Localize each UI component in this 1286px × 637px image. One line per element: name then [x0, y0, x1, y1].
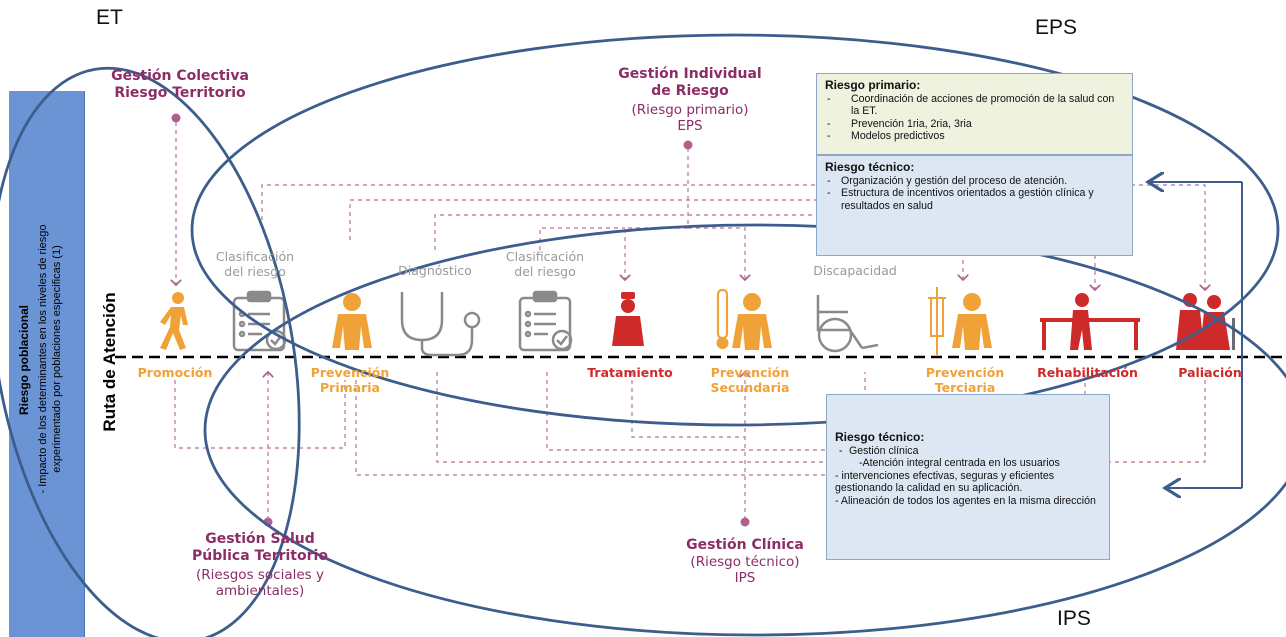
technical-risk-item: Gestión clínica — [839, 445, 1103, 458]
technical-risk-item: Estructura de incentivos orientados a ge… — [827, 187, 1124, 212]
collective-management-title: Gestión Colectiva Riesgo Territorio — [111, 68, 249, 101]
clinical-management-subtitle: (Riesgo técnico) IPS — [690, 554, 800, 586]
rehabilitation-icon — [1040, 293, 1140, 350]
primary-risk-item: Modelos predictivos — [827, 130, 1124, 143]
public-health-subtitle: (Riesgos sociales y ambientales) — [196, 567, 324, 599]
technical-risk-ips-box: Riesgo técnico: Gestión clínica -Atenció… — [826, 394, 1110, 560]
ips-label: IPS — [1057, 607, 1091, 630]
technical-risk-detail: -Atención integral centrada en los usuar… — [859, 457, 1060, 469]
technical-risk-detail: - Alineación de todos los agentes en la … — [835, 494, 1096, 507]
nurse-icon — [612, 292, 644, 346]
population-risk-panel: Riesgo poblacional - Impacto de los dete… — [9, 91, 85, 637]
primary-risk-box: Riesgo primario: Coordinación de accione… — [816, 73, 1133, 155]
et-ellipse — [0, 66, 301, 637]
thermometer-person-icon — [716, 288, 772, 350]
primary-risk-item: Coordinación de acciones de promoción de… — [827, 93, 1124, 118]
rehabilitation-label: Rehabilitación — [1037, 365, 1138, 380]
clinical-management-title: Gestión Clínica — [686, 537, 804, 553]
individual-management-title: Gestión Individual de Riesgo — [618, 66, 762, 99]
person-mask-icon — [332, 293, 372, 350]
technical-risk-detail: - intervenciones efectivas, seguras y ef… — [835, 469, 1055, 495]
primary-risk-title: Riesgo primario: — [825, 78, 921, 92]
ips-ellipse — [203, 223, 1286, 637]
individual-management-subtitle: (Riesgo primario) EPS — [631, 102, 749, 134]
clipboard-icon — [232, 290, 287, 352]
walking-person-icon — [160, 292, 188, 350]
primary-risk-item: Prevención 1ria, 2ria, 3ria — [827, 118, 1124, 131]
promotion-label: Promoción — [137, 365, 213, 380]
syringe-person-icon — [928, 287, 992, 355]
technical-risk-title: Riesgo técnico: — [825, 160, 915, 174]
et-label: ET — [96, 6, 123, 29]
wheelchair-icon — [816, 295, 879, 353]
disability-label: Discapacidad — [813, 263, 897, 278]
diagnosis-label: Diagnóstico — [398, 263, 472, 278]
stethoscope-icon — [400, 292, 481, 357]
palliation-label: Paliación — [1178, 365, 1242, 380]
eps-ellipse — [190, 33, 1280, 427]
public-health-title: Gestión Salud Pública Territorio — [192, 531, 328, 564]
technical-risk-title: Riesgo técnico: — [835, 430, 925, 444]
technical-risk-eps-box: Riesgo técnico: Organización y gestión d… — [816, 155, 1133, 256]
technical-risk-item: Organización y gestión del proceso de at… — [827, 175, 1124, 188]
eps-label: EPS — [1035, 16, 1078, 39]
treatment-label: Tratamiento — [587, 365, 673, 380]
clipboard-icon — [518, 290, 573, 352]
